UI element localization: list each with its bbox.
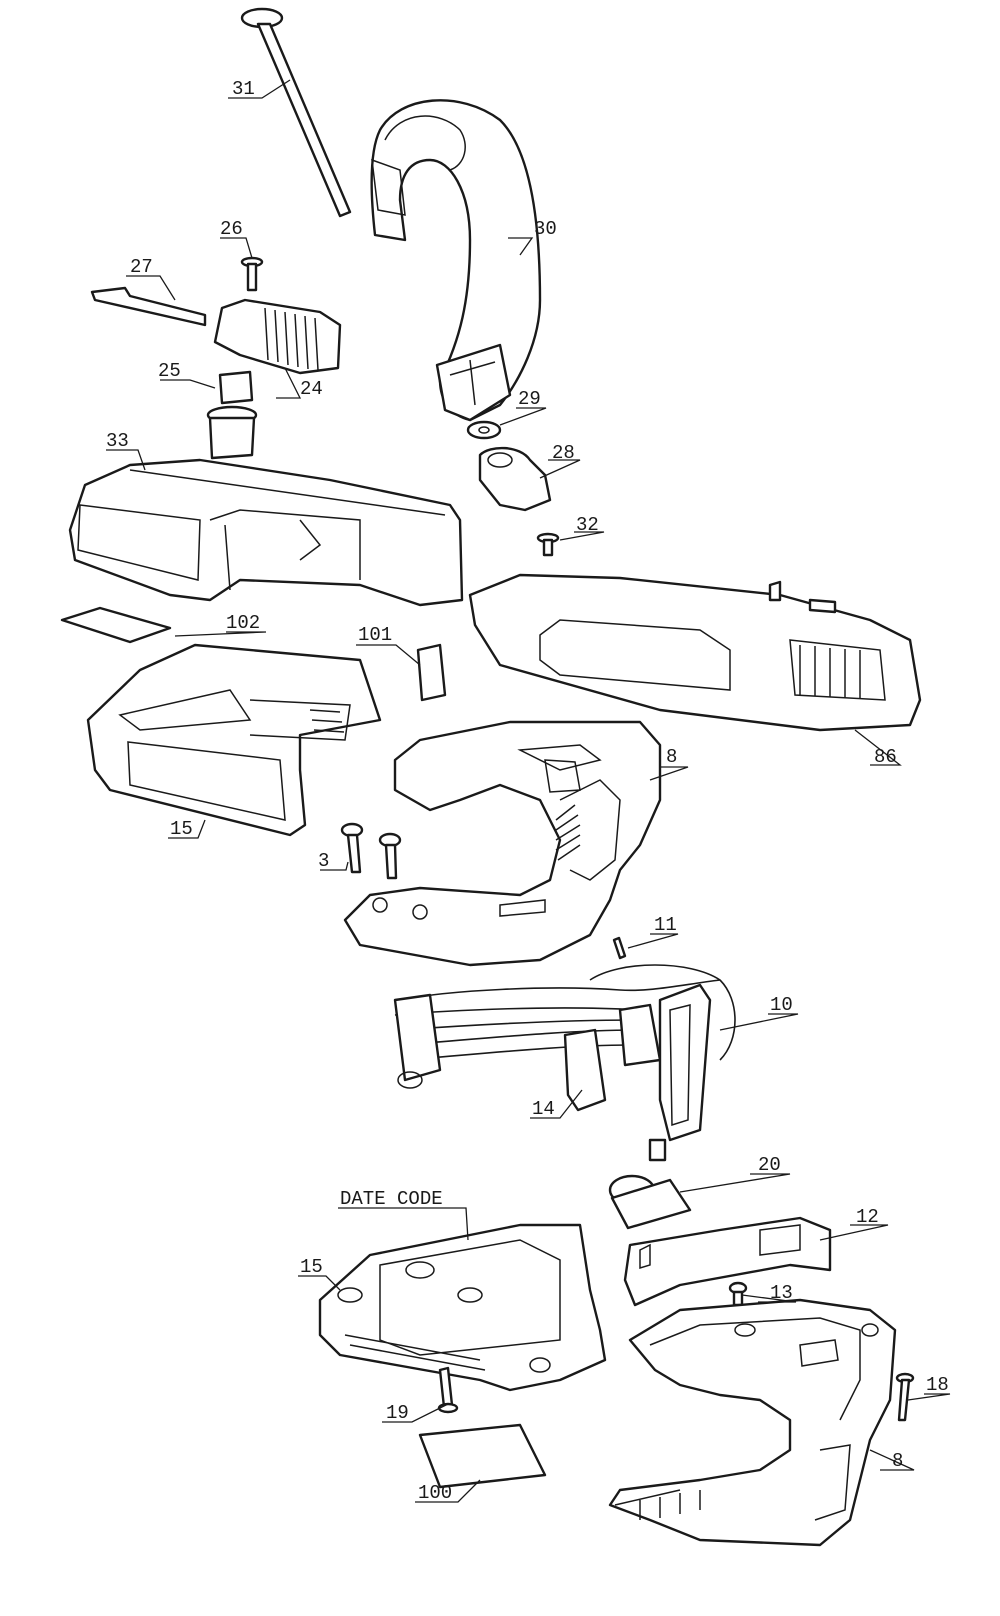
callout-25: 25 (158, 360, 181, 382)
part-15-battery-cover (86, 643, 382, 837)
callout-11: 11 (654, 914, 677, 936)
part-14-switch (563, 1028, 607, 1112)
part-8-handle-housing-top (343, 720, 662, 967)
part-25-coupler (206, 370, 258, 460)
callout-18: 18 (926, 1374, 949, 1396)
callout-24: 24 (300, 378, 323, 400)
part-12-circuit-board (623, 1216, 832, 1307)
part-32-screw (536, 532, 560, 557)
callout-14: 14 (532, 1098, 555, 1120)
callout-30: 30 (534, 218, 557, 240)
part-26-screw (240, 256, 264, 292)
part-15-base-housing (318, 1223, 607, 1392)
part-24-latch (213, 298, 342, 375)
part-8-handle-housing-bottom (608, 1298, 897, 1547)
callout-100: 100 (418, 1482, 452, 1504)
part-102-label (60, 606, 172, 644)
part-28-knob (478, 446, 552, 512)
callout-labels: 31 30 26 27 25 24 29 33 28 32 102 101 86… (106, 78, 949, 1504)
callout-33: 33 (106, 430, 129, 452)
callout-8-top: 8 (666, 746, 677, 768)
callout-32: 32 (576, 514, 599, 536)
part-13-screw (728, 1281, 748, 1307)
callout-27: 27 (130, 256, 153, 278)
callout-102: 102 (226, 612, 260, 634)
part-30-handle (370, 99, 542, 422)
callout-15-top: 15 (170, 818, 193, 840)
callout-86: 86 (874, 746, 897, 768)
leader-lines (106, 79, 951, 1503)
part-19-screw (437, 1366, 459, 1414)
part-29-washer (466, 420, 502, 440)
callout-date-code: DATE CODE (340, 1188, 443, 1210)
callout-13: 13 (770, 1282, 793, 1304)
callout-26: 26 (220, 218, 243, 240)
callout-31: 31 (232, 78, 255, 100)
part-11-pin (612, 936, 627, 960)
callout-10: 10 (770, 994, 793, 1016)
callout-28: 28 (552, 442, 575, 464)
callout-3: 3 (318, 850, 329, 872)
part-33-housing-top (68, 458, 464, 607)
callout-15-bottom: 15 (300, 1256, 323, 1278)
part-10-switch-wiring (393, 964, 736, 1162)
part-27-bar (90, 286, 207, 327)
callout-8-bottom: 8 (892, 1450, 903, 1472)
callout-101: 101 (358, 624, 392, 646)
callout-19: 19 (386, 1402, 409, 1424)
callout-12: 12 (856, 1206, 879, 1228)
part-86-housing-right (468, 573, 922, 732)
part-3-screws (340, 822, 402, 880)
part-100-label (418, 1423, 547, 1489)
part-31-pin (240, 7, 352, 218)
callout-29: 29 (518, 388, 541, 410)
callout-20: 20 (758, 1154, 781, 1176)
part-18-screw (895, 1372, 915, 1422)
part-20-board (608, 1174, 692, 1230)
part-101-label (416, 643, 447, 702)
